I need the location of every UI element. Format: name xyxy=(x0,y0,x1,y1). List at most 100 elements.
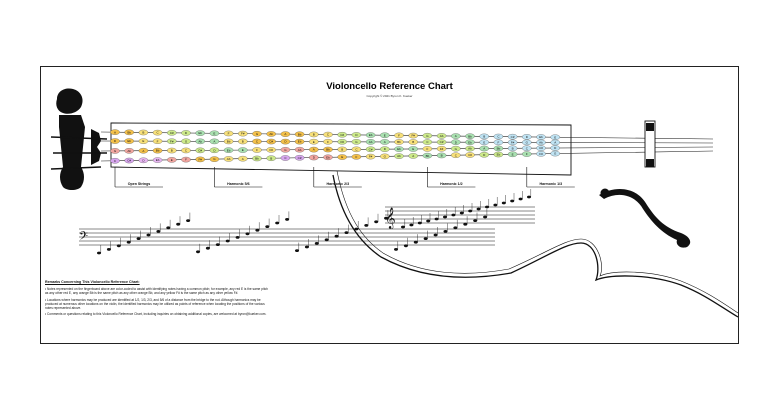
staff-note xyxy=(186,219,191,223)
svg-text:𝄞: 𝄞 xyxy=(385,208,396,229)
note-dot xyxy=(309,154,319,161)
note-dot xyxy=(138,129,149,136)
note-marker: C# xyxy=(337,132,347,138)
note-label: G xyxy=(284,148,287,152)
note-marker: A xyxy=(280,131,291,137)
note-marker: G xyxy=(522,139,532,146)
note-dot xyxy=(436,152,447,159)
note-marker: A xyxy=(309,146,319,153)
note-marker: Bb xyxy=(323,146,333,153)
note-marker: Ab xyxy=(465,145,475,152)
staff-note xyxy=(235,236,240,239)
note-marker: A xyxy=(451,133,461,139)
note-marker: D xyxy=(550,145,560,151)
staff-note xyxy=(245,232,250,236)
staff-note xyxy=(126,240,131,244)
note-dot xyxy=(507,145,518,152)
note-dot xyxy=(422,152,433,159)
staff-note xyxy=(314,242,319,245)
note-dot xyxy=(309,146,319,153)
note-label: F xyxy=(497,140,499,144)
note-marker: Eb xyxy=(152,157,163,163)
note-marker: B xyxy=(436,152,447,159)
note-dot xyxy=(380,153,390,160)
note-dot xyxy=(167,138,177,144)
staff-note xyxy=(403,244,408,248)
note-marker: A xyxy=(479,145,489,152)
note-label: B xyxy=(142,131,144,135)
note-label: Bb xyxy=(468,134,472,138)
note-marker: C xyxy=(522,145,532,151)
note-marker: C# xyxy=(436,139,447,145)
note-dot xyxy=(209,147,220,154)
staff-note xyxy=(265,225,270,229)
note-marker: F xyxy=(181,156,191,163)
note-marker: Eb xyxy=(394,146,404,152)
note-marker: G xyxy=(550,150,560,157)
staff-note xyxy=(433,233,438,237)
note-label: C# xyxy=(298,156,302,160)
staff-note xyxy=(344,231,349,235)
note-dot xyxy=(167,130,177,136)
note-label: G xyxy=(114,149,117,153)
note-marker: F xyxy=(422,146,433,152)
note-dot xyxy=(110,158,120,164)
note-marker: F# xyxy=(266,147,276,153)
note-dot xyxy=(124,138,134,144)
note-dot xyxy=(124,157,134,164)
note-label: B xyxy=(441,154,443,158)
note-label: G xyxy=(213,157,216,161)
note-dot xyxy=(152,157,163,163)
staff-note xyxy=(275,221,280,225)
note-dot xyxy=(479,133,489,140)
note-dot xyxy=(465,133,475,139)
marker-label: Harmonic 1/2 xyxy=(440,182,463,186)
staff-note xyxy=(97,251,101,255)
note-marker: F# xyxy=(536,151,546,157)
note-dot xyxy=(536,139,546,146)
note-marker: A xyxy=(238,155,248,162)
staff-note xyxy=(453,226,458,230)
f-hole-icon xyxy=(599,188,691,248)
staff-note xyxy=(334,234,339,238)
position-marker: Open Strings xyxy=(114,167,163,188)
note-marker: Eb xyxy=(465,139,475,145)
note-marker: F# xyxy=(167,138,177,144)
note-marker: C xyxy=(110,158,120,164)
note-dot xyxy=(422,139,433,145)
note-label: F xyxy=(398,134,400,138)
note-label: A xyxy=(313,148,315,152)
svg-text:𝄢: 𝄢 xyxy=(79,230,88,246)
note-label: A xyxy=(213,139,215,143)
note-label: C xyxy=(185,149,188,153)
note-dot xyxy=(238,155,248,162)
note-marker: F xyxy=(522,151,532,157)
note-label: B xyxy=(171,149,173,153)
staff-note xyxy=(485,205,489,209)
note-marker: D xyxy=(280,138,291,145)
note-dot xyxy=(280,155,291,161)
note-dot xyxy=(138,147,149,154)
note-dot xyxy=(522,145,532,151)
note-marker: Bb xyxy=(465,133,475,139)
note-label: E xyxy=(412,147,414,151)
note-marker: A xyxy=(209,138,220,145)
note-label: Bb xyxy=(227,140,231,144)
note-marker: Ab xyxy=(195,138,205,145)
note-label: Eb xyxy=(198,131,202,135)
staff-note xyxy=(304,245,309,249)
note-marker: C# xyxy=(294,155,305,161)
note-dot xyxy=(152,138,163,144)
note-dot xyxy=(408,132,418,139)
note-label: Eb xyxy=(468,140,472,144)
note-label: C# xyxy=(440,140,444,144)
note-dot xyxy=(422,146,433,152)
note-label: Ab xyxy=(269,132,273,136)
note-dot xyxy=(436,146,447,152)
note-marker: F# xyxy=(365,153,376,160)
bridge xyxy=(644,120,656,168)
note-label: C# xyxy=(170,131,174,135)
staff-note xyxy=(451,213,456,217)
